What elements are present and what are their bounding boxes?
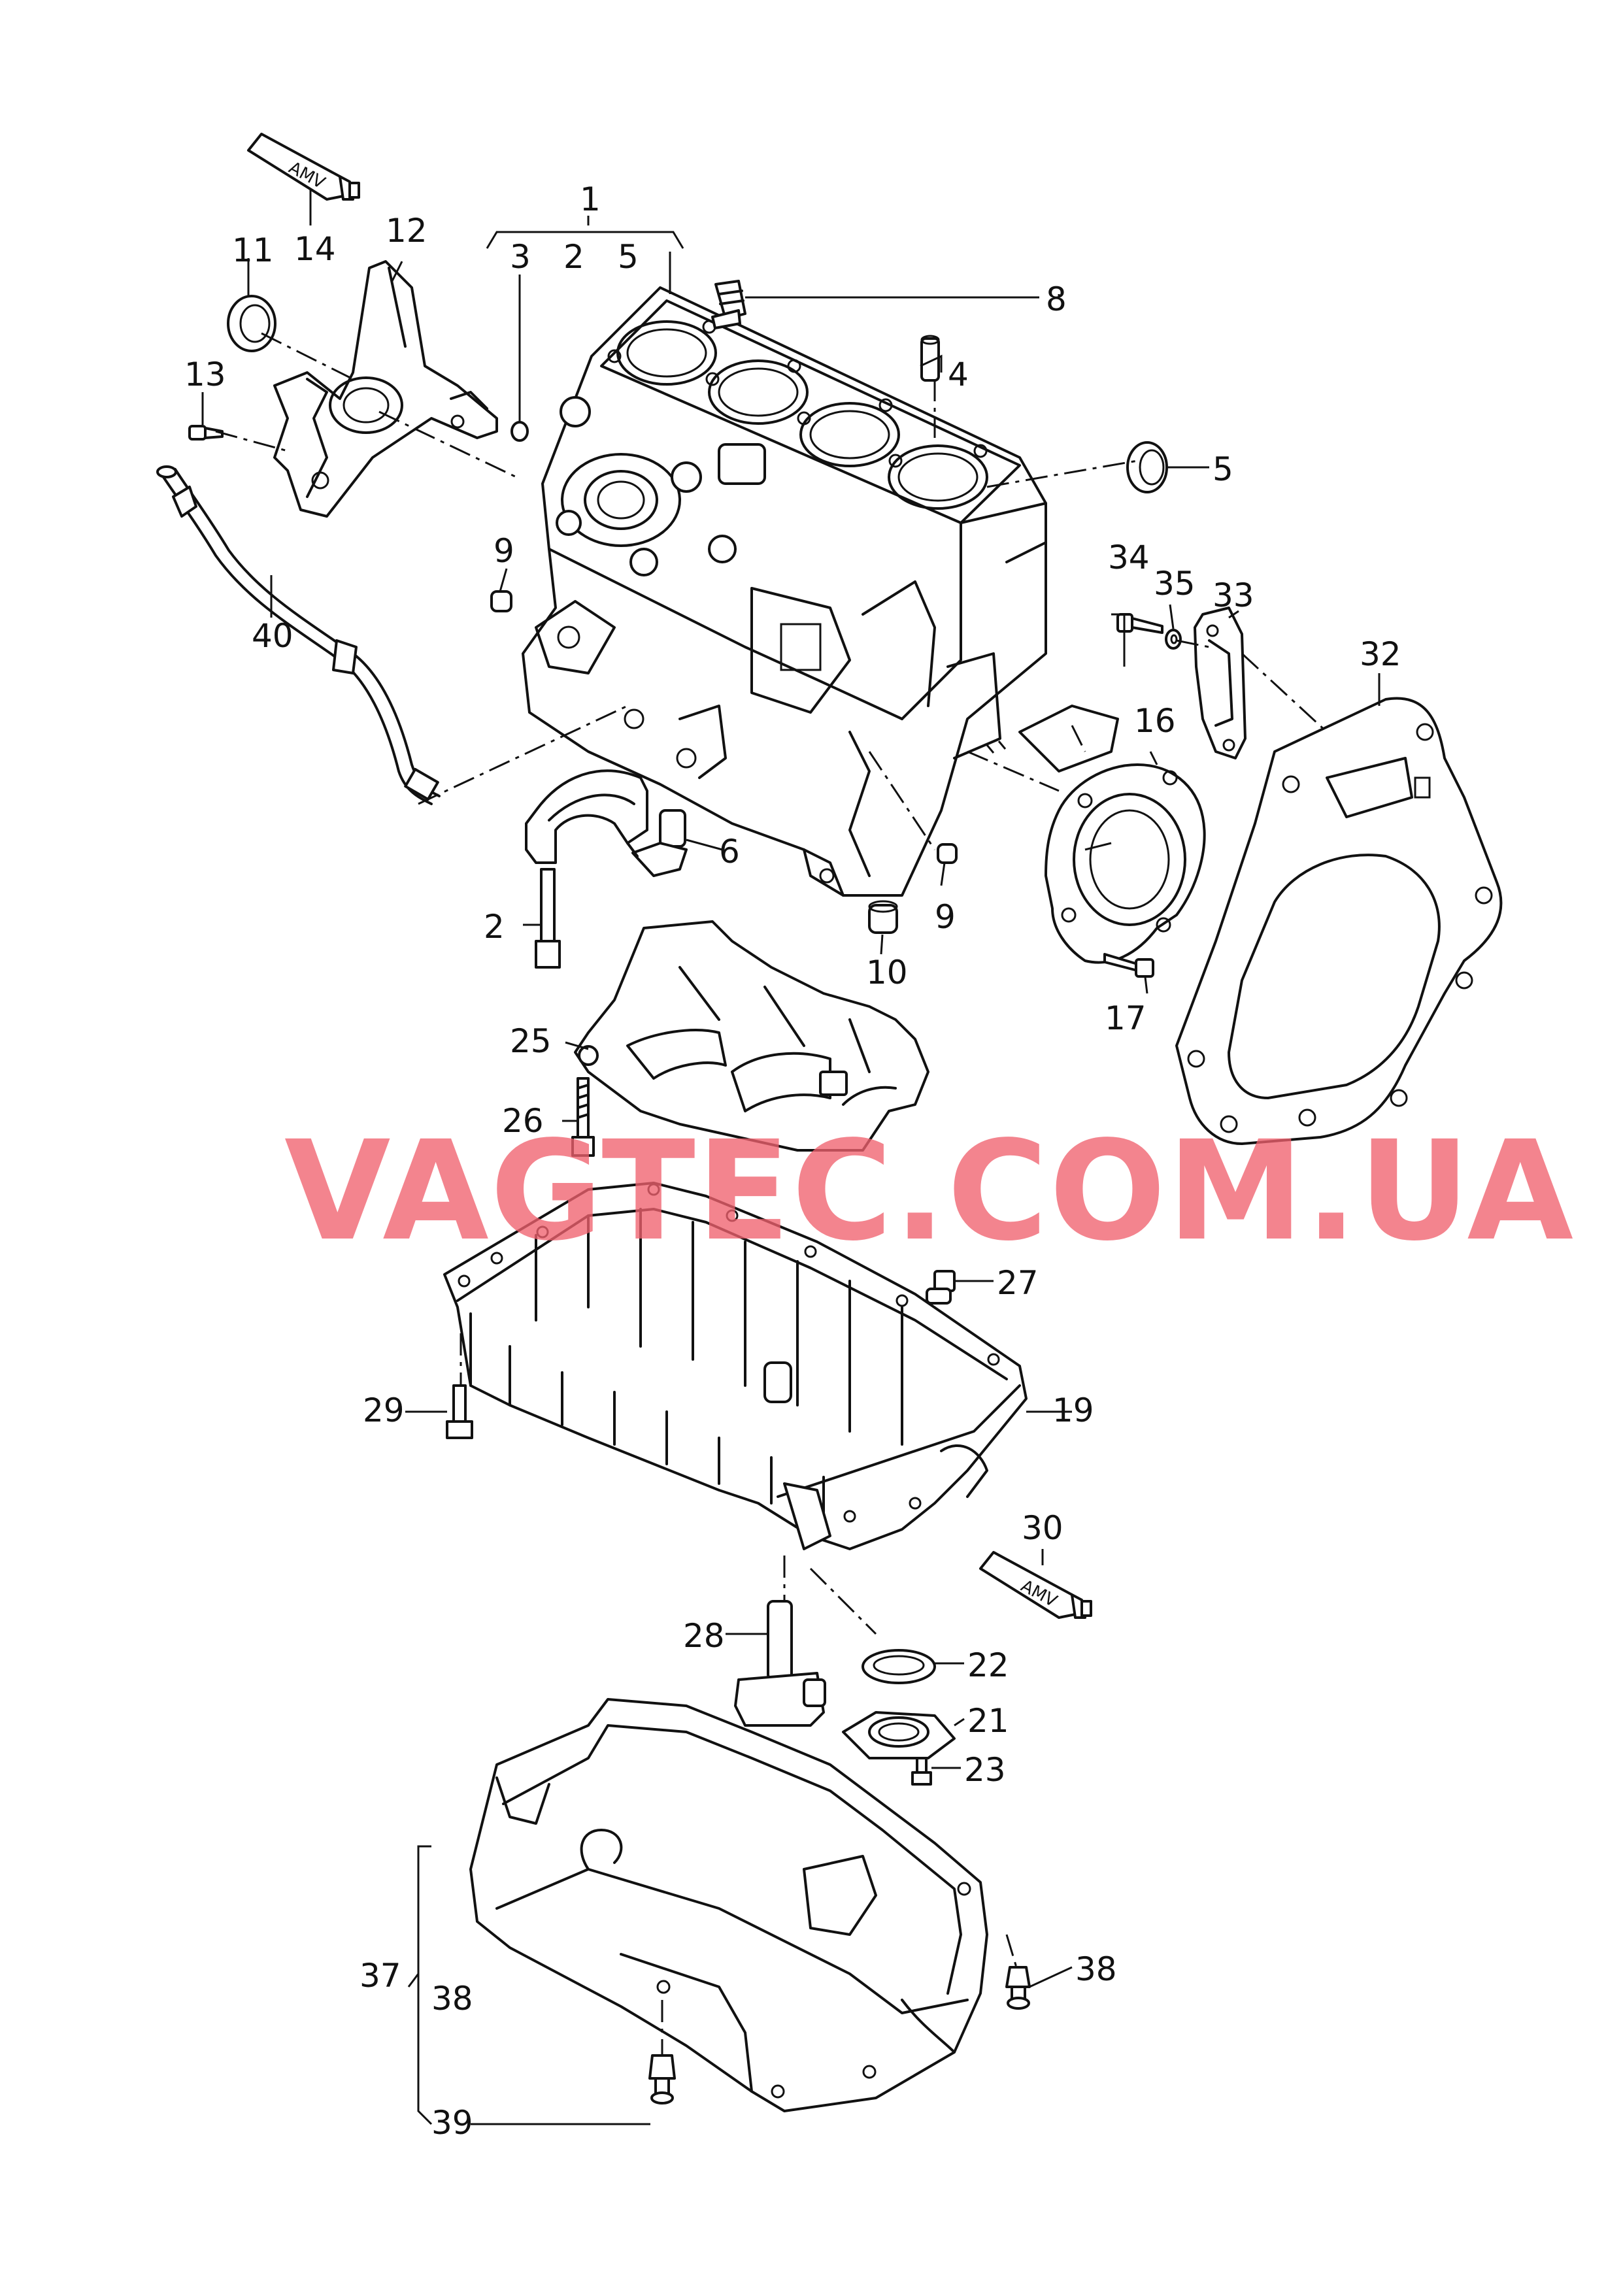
sleeve-10[interactable] [868, 900, 898, 934]
gasket-32[interactable] [1175, 697, 1503, 1145]
plug-3[interactable] [510, 421, 529, 442]
callout-19: 19 [1052, 1391, 1094, 1429]
callout-33: 33 [1213, 576, 1254, 614]
clip-38[interactable] [1005, 1966, 1031, 2010]
callout-4: 4 [948, 356, 969, 393]
callout-5: 5 [1213, 450, 1233, 488]
callout-26: 26 [502, 1102, 544, 1140]
callout-6: 6 [719, 833, 740, 871]
callout-3: 3 [510, 238, 531, 276]
bolt-26[interactable] [571, 1077, 595, 1157]
callout-23: 23 [964, 1751, 1006, 1789]
callout-16: 16 [1134, 702, 1176, 740]
sealing-cap-5[interactable] [1126, 441, 1168, 493]
mounting-bracket-12[interactable] [273, 260, 498, 518]
callout-8: 8 [1046, 280, 1067, 318]
sealing-ring-11[interactable] [227, 295, 276, 352]
callout-12: 12 [386, 212, 427, 250]
callout-1: 1 [580, 180, 601, 218]
dowel-sleeve-9-right[interactable] [937, 843, 958, 864]
callout-34: 34 [1108, 539, 1150, 576]
bearing-cap-2[interactable] [525, 769, 648, 969]
oil-level-sensor-28[interactable] [734, 1600, 826, 1727]
callout-32: 32 [1360, 635, 1401, 673]
watermark-text: VAGTEC.COM.UA [284, 1111, 1575, 1271]
callout-39: 39 [431, 2104, 473, 2142]
callout-37: 37 [360, 1957, 401, 1995]
callout-numbers: 1 3 2 5 8 4 5 11 12 14 13 40 9 9 10 6 2 … [184, 180, 1401, 2142]
sealant-tube-14[interactable]: AMV [247, 133, 360, 201]
bolt-13[interactable] [188, 425, 224, 441]
seal-flange-16[interactable] [1045, 763, 1206, 964]
cylinder-block[interactable] [522, 286, 1119, 897]
bolt-17[interactable] [1103, 953, 1154, 978]
callout-28: 28 [683, 1617, 725, 1655]
clip-39[interactable] [648, 2054, 676, 2105]
callout-35: 35 [1154, 565, 1196, 603]
drain-plug-27[interactable] [926, 1270, 956, 1305]
dipstick-guide-tube-40[interactable] [156, 465, 441, 805]
callout-22: 22 [967, 1646, 1009, 1684]
callout-9-left: 9 [494, 532, 514, 570]
flange-21[interactable] [842, 1711, 956, 1759]
bolt-29[interactable] [446, 1384, 473, 1439]
callout-25: 25 [510, 1022, 552, 1060]
callout-17: 17 [1105, 999, 1146, 1037]
callout-38-left: 38 [431, 1980, 473, 2018]
callout-11: 11 [232, 231, 274, 269]
callout-2: 2 [484, 908, 505, 946]
sealant-tube-30[interactable]: AMV [979, 1551, 1092, 1619]
callout-38-right: 38 [1075, 1950, 1117, 1988]
dowel-sleeve-9-left[interactable] [490, 590, 512, 612]
callout-29: 29 [363, 1391, 405, 1429]
seal-ring-22[interactable] [862, 1649, 936, 1684]
oil-sump-lower-37[interactable] [469, 1698, 988, 2112]
leader-lines [201, 190, 1380, 2125]
cover-33[interactable] [1194, 607, 1247, 759]
callout-14: 14 [294, 230, 336, 268]
dowel-pin-4[interactable] [920, 335, 940, 382]
callout-9-right: 9 [935, 898, 956, 936]
callout-13: 13 [184, 356, 226, 393]
bolt-23[interactable] [911, 1757, 932, 1786]
callout-27: 27 [997, 1264, 1039, 1302]
callout-40: 40 [252, 617, 293, 655]
callout-5-group: 5 [618, 238, 639, 276]
plug-8[interactable] [711, 280, 746, 329]
oil-sump-upper-19[interactable] [443, 1182, 1028, 1550]
washer-35[interactable] [1165, 629, 1182, 650]
callout-21: 21 [967, 1702, 1009, 1740]
callout-2-group: 2 [563, 238, 584, 276]
baffle-plate-25[interactable] [574, 920, 929, 1152]
sender-6[interactable] [626, 809, 688, 877]
callout-30: 30 [1022, 1509, 1063, 1547]
callout-10: 10 [866, 954, 908, 991]
assembly-lines [215, 332, 1328, 2055]
